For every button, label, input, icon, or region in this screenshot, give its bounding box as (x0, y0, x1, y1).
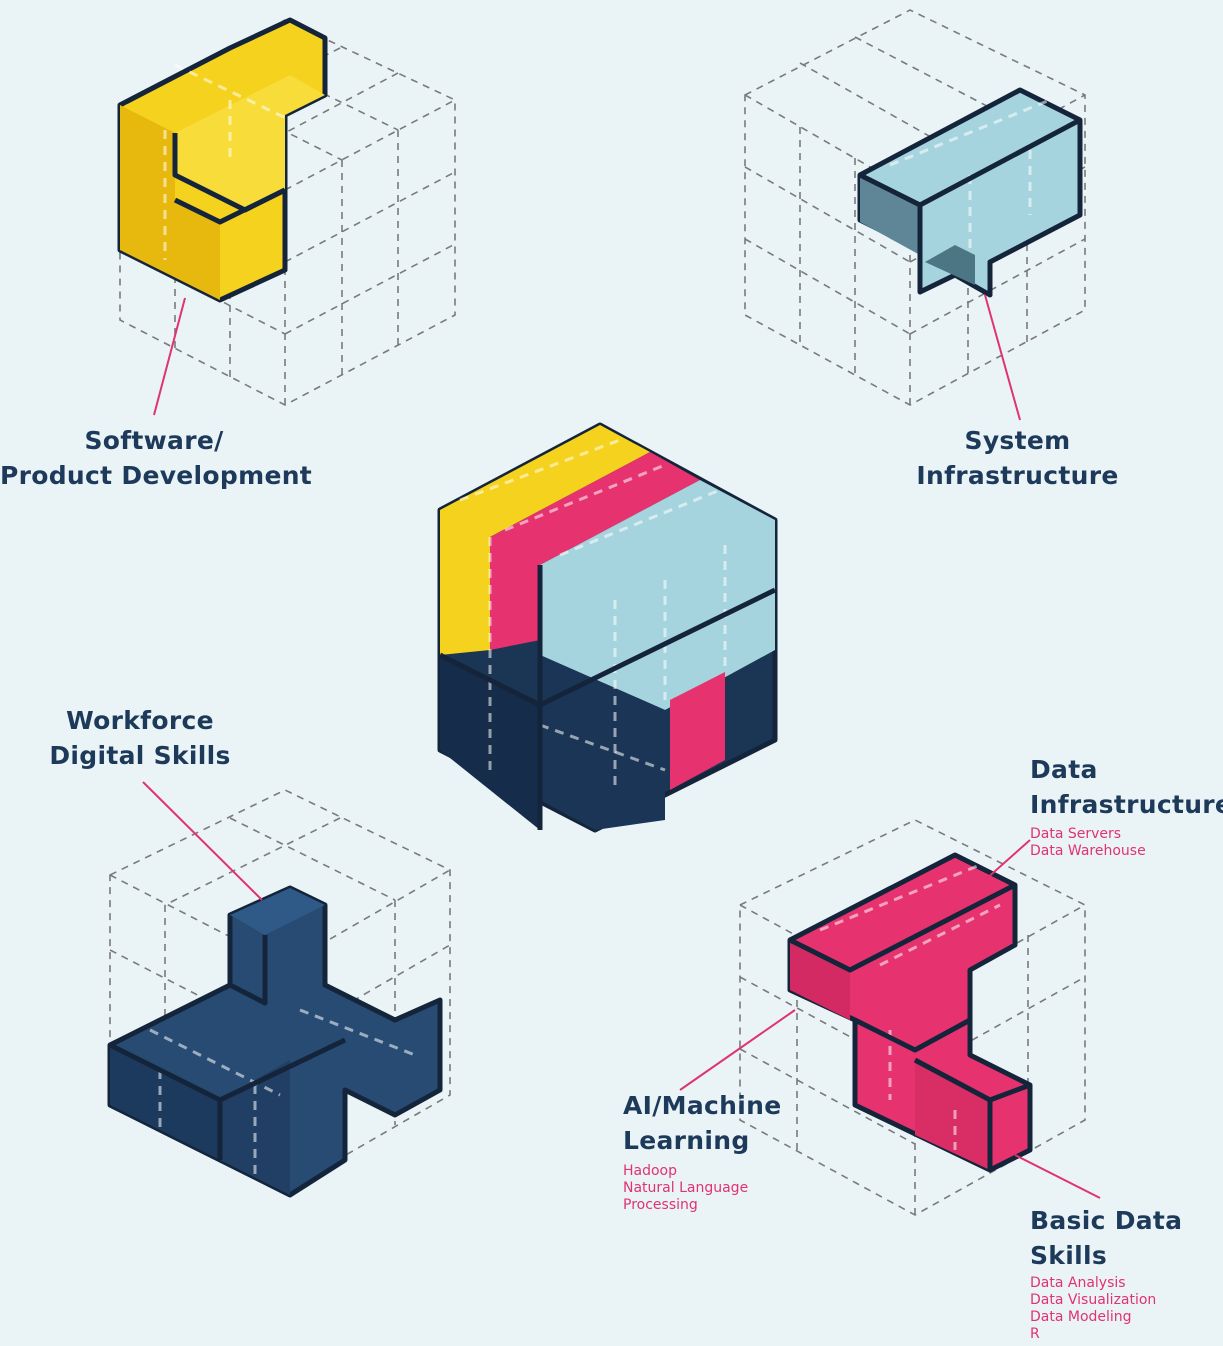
ai-ml-label: AI/Machine Learning (623, 1088, 781, 1158)
basic-data-item: R (1030, 1326, 1040, 1342)
system-leader (984, 294, 1021, 421)
basic-data-label-line1: Basic Data (1030, 1206, 1183, 1235)
ai-ml-item: Natural Language (623, 1180, 749, 1196)
ai-ml-label-line2: Learning (623, 1126, 750, 1155)
data-infra-label: Data Infrastructure (1030, 752, 1223, 822)
workforce-shape-navy (107, 885, 443, 1198)
workforce-cube (107, 781, 451, 1198)
data-infra-label-line1: Data (1030, 755, 1098, 784)
software-cube (117, 17, 456, 416)
data-infra-leader (984, 839, 1031, 881)
data-infra-item: Data Warehouse (1030, 843, 1146, 859)
basic-data-item: Data Visualization (1030, 1292, 1157, 1308)
basic-data-item: Data Analysis (1030, 1275, 1126, 1291)
workforce-label: Workforce Digital Skills (40, 703, 240, 773)
software-label-line2: Product Development (0, 461, 313, 490)
basic-data-label: Basic Data Skills (1030, 1203, 1182, 1273)
basic-data-leader (1014, 1154, 1101, 1199)
system-label: System Infrastructure (905, 423, 1130, 493)
ai-ml-item: Hadoop (623, 1163, 678, 1179)
data-infra-label-line2: Infrastructure (1030, 790, 1223, 819)
data-infra-item: Data Servers (1030, 826, 1122, 842)
software-leader (153, 297, 186, 416)
data-infra-items: Data Servers Data Warehouse (1030, 826, 1146, 860)
ai-ml-leader (679, 1009, 796, 1091)
system-shape-blue (857, 87, 1083, 298)
basic-data-items: Data Analysis Data Visualization Data Mo… (1030, 1275, 1156, 1343)
ai-ml-label-line1: AI/Machine (623, 1091, 782, 1120)
software-label: Software/ Product Development (0, 423, 313, 493)
center-cube (437, 422, 778, 833)
data-cube (679, 819, 1101, 1216)
basic-data-label-line2: Skills (1030, 1241, 1108, 1270)
data-shape-pink (787, 852, 1033, 1173)
basic-data-item: Data Modeling (1030, 1309, 1132, 1325)
system-label-line1: System (964, 426, 1071, 455)
ai-ml-items: Hadoop Natural Language Processing (623, 1163, 748, 1214)
workforce-label-line1: Workforce (66, 706, 214, 735)
workforce-leader (142, 781, 263, 901)
software-shape-yellow (117, 17, 328, 303)
system-cube (744, 9, 1086, 421)
ai-ml-item: Processing (623, 1197, 698, 1213)
software-label-line1: Software/ (84, 426, 224, 455)
workforce-label-line2: Digital Skills (49, 741, 231, 770)
system-label-line2: Infrastructure (916, 461, 1119, 490)
